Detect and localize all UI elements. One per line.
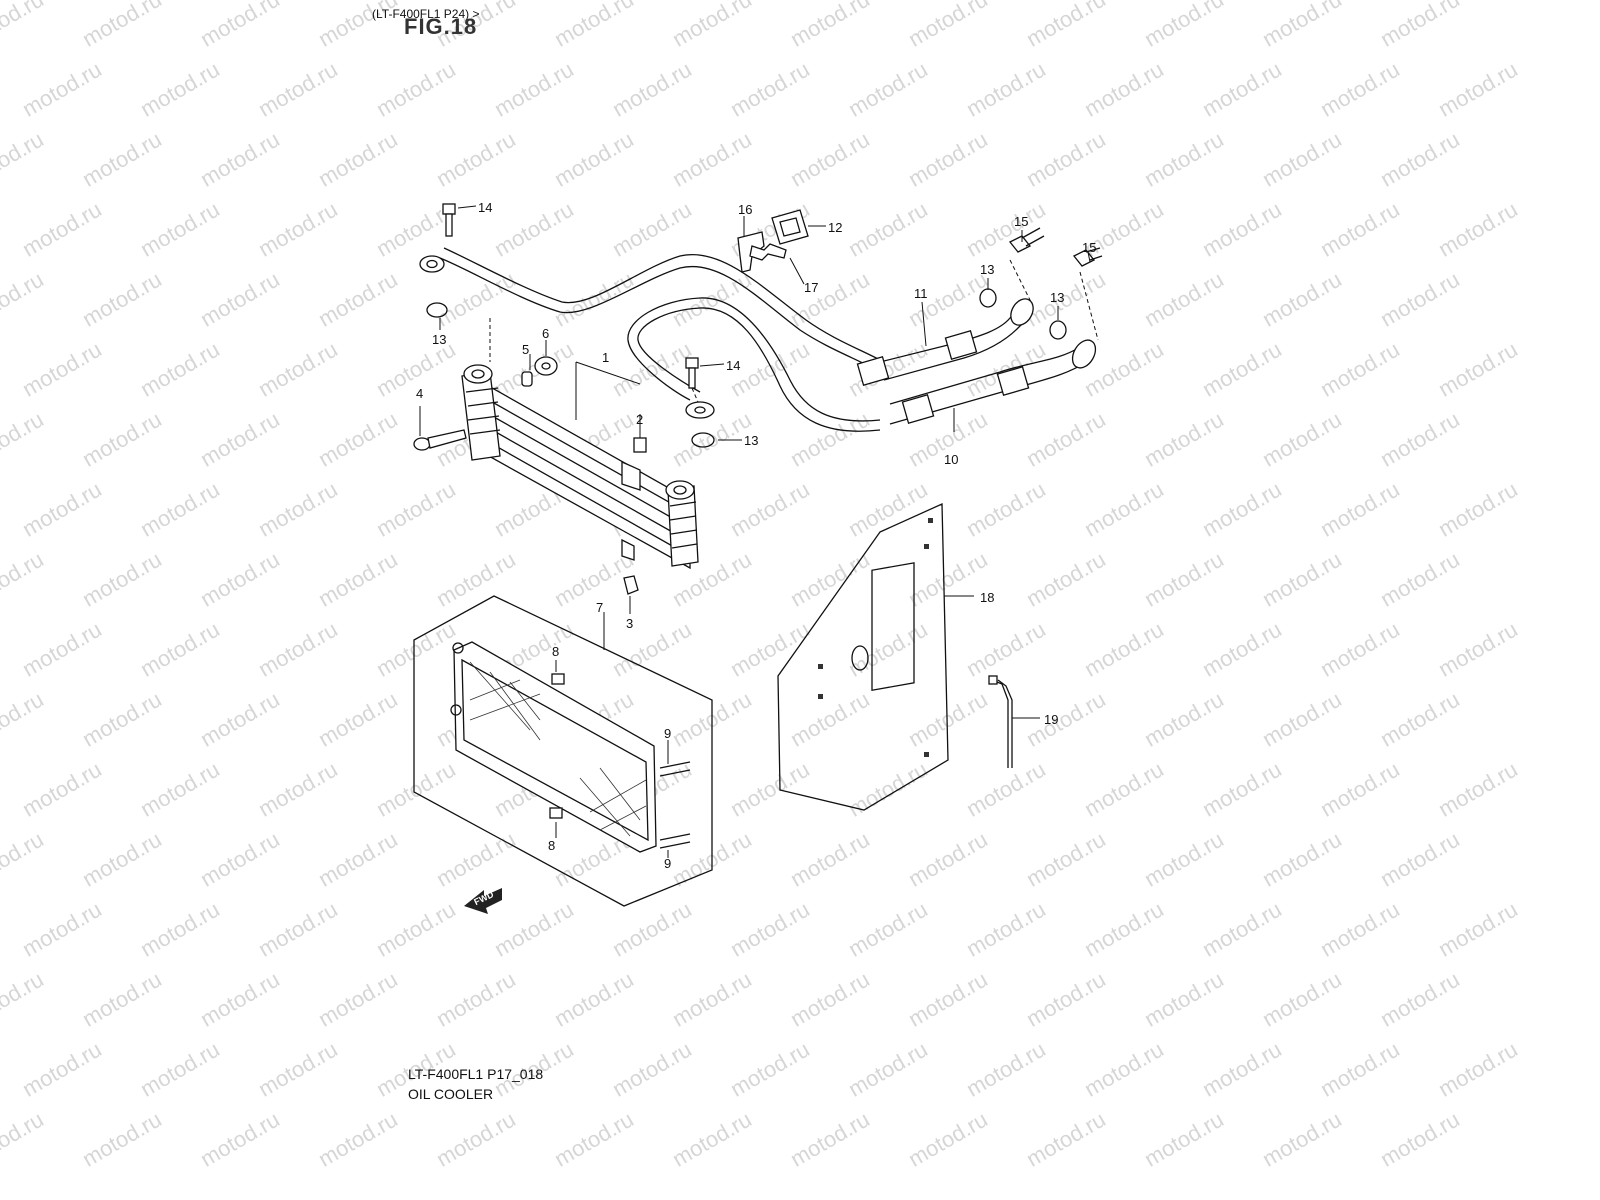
callout-13: 13: [980, 262, 994, 277]
diagram-title: OIL COOLER: [408, 1086, 494, 1102]
figure-title-partial: FIG.18: [404, 14, 478, 39]
callout-5: 5: [522, 342, 529, 357]
bolt-14-a: [442, 203, 456, 237]
forward-direction-arrow: [464, 888, 502, 914]
oil-hose-11: [856, 298, 1034, 386]
clip-3: [623, 575, 639, 595]
callout-13: 13: [432, 332, 446, 347]
callout-6: 6: [542, 326, 549, 341]
callout-16: 16: [738, 202, 752, 217]
callout-10: 10: [944, 452, 958, 467]
callout-leaders: [419, 205, 1091, 858]
pipe-clamp-12: [771, 209, 809, 245]
callout-numbers: 14 16 12 17 15 15 13 13 11 10 14 13 13 4…: [416, 200, 1096, 907]
leader: [575, 361, 641, 385]
callout-15: 15: [1014, 214, 1028, 229]
callout-19: 19: [1044, 712, 1058, 727]
callout-8: 8: [548, 838, 555, 853]
callout-13: 13: [1050, 290, 1064, 305]
callout-15: 15: [1082, 240, 1096, 255]
o-ring-13-d: [691, 432, 715, 448]
bolt-4: [413, 429, 467, 451]
bolt-15-a: [1008, 227, 1045, 253]
bolt-14-b: [685, 357, 699, 389]
callout-11: 11: [914, 286, 928, 301]
callout-13: 13: [744, 433, 758, 448]
callout-3: 3: [626, 616, 633, 631]
cushion-6: [534, 356, 558, 376]
callout-1: 1: [602, 350, 609, 365]
callout-4: 4: [416, 386, 423, 401]
callout-18: 18: [980, 590, 994, 605]
nut-2: [633, 437, 647, 453]
cooler-guard-7: [413, 595, 713, 907]
callout-12: 12: [828, 220, 842, 235]
oil-pipe-assembly: [419, 247, 885, 432]
callout-2: 2: [636, 412, 643, 427]
o-ring-13-c: [1049, 320, 1067, 340]
callout-8: 8: [552, 644, 559, 659]
callout-14: 14: [478, 200, 492, 215]
assembly-guide: [1079, 271, 1099, 341]
callout-14: 14: [726, 358, 740, 373]
cooler-panel-18: [777, 503, 949, 811]
diagram-caption: LT-F400FL1 P17_018 OIL COOLER: [408, 1064, 543, 1104]
oil-hose-10: [889, 339, 1097, 425]
callout-7: 7: [596, 600, 603, 615]
callout-9: 9: [664, 726, 671, 741]
assembly-guide: [1009, 259, 1033, 305]
bolt-15-b: [1072, 247, 1103, 267]
o-ring-13-a: [426, 302, 448, 318]
o-ring-13-b: [979, 288, 997, 308]
diagram-code: LT-F400FL1 P17_018: [408, 1066, 544, 1082]
bolt-17: [749, 243, 787, 261]
callout-17: 17: [804, 280, 818, 295]
assembly-guide: [691, 387, 699, 403]
callout-9: 9: [664, 856, 671, 871]
cable-tie-19: [988, 675, 1013, 768]
oil-cooler-core: [461, 364, 699, 570]
collar-5: [521, 371, 533, 387]
page-reference: (LT-F400FL1 P24) >: [372, 7, 480, 21]
